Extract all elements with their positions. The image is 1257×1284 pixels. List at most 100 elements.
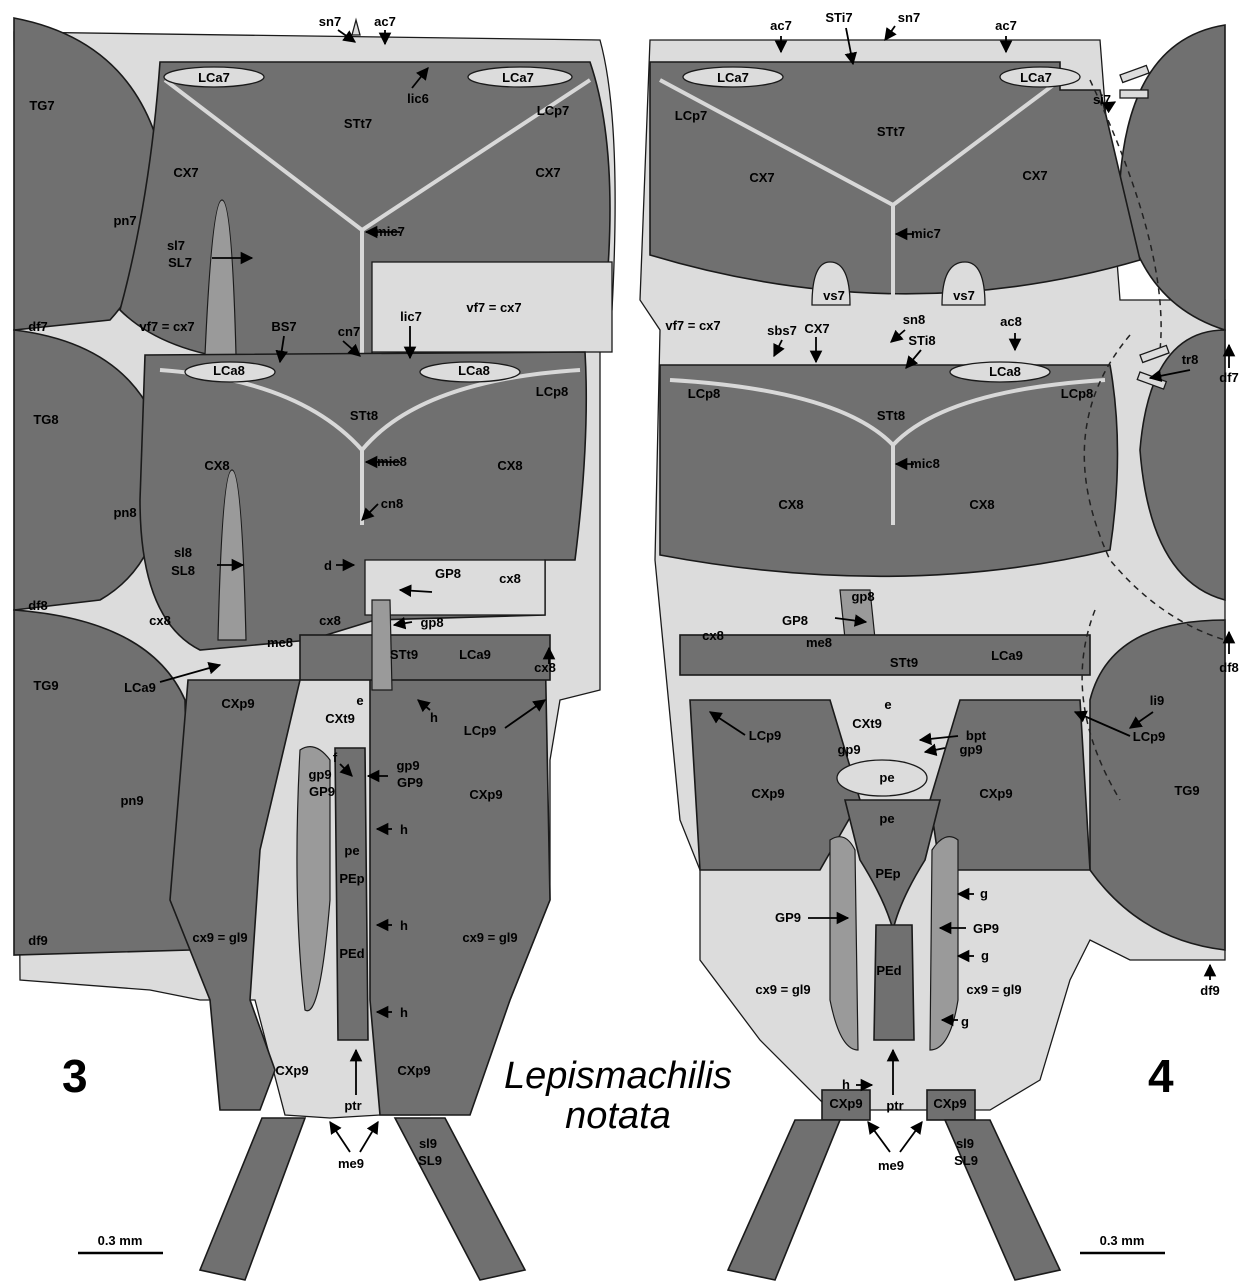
label-fig4-g_b: g <box>981 948 989 963</box>
label-fig3-lcp9: LCp9 <box>464 723 497 738</box>
label-fig3-stt7: STt7 <box>344 116 372 131</box>
label-fig3-tg8: TG8 <box>33 412 58 427</box>
label-fig3-sl9: sl9 <box>419 1136 437 1151</box>
label-fig4-cx8_r: CX8 <box>969 497 994 512</box>
label-fig3-cxp9_a: CXp9 <box>221 696 254 711</box>
label-fig4-vs7_l: vs7 <box>823 288 845 303</box>
label-fig4-lca9: LCa9 <box>991 648 1023 663</box>
arrow-f4-me9a <box>868 1122 890 1152</box>
label-fig4-lca7_r: LCa7 <box>1020 70 1052 85</box>
label-fig3-me9: me9 <box>338 1156 364 1171</box>
label-fig3-cx8_r: CX8 <box>497 458 522 473</box>
label-fig3-cn8: cn8 <box>381 496 403 511</box>
label-fig4-tg9: TG9 <box>1174 783 1199 798</box>
label-fig3-h_b: h <box>400 822 408 837</box>
label-fig4-gp8: gp8 <box>851 589 874 604</box>
label-fig3-gp9_b: gp9 <box>308 767 331 782</box>
label-fig3-ptr: ptr <box>344 1098 361 1113</box>
label-fig4-cxp9_l: CXp9 <box>751 786 784 801</box>
label-fig3-cx9_l: cx9 = gl9 <box>192 930 247 945</box>
label-fig4-gp8: GP8 <box>782 613 808 628</box>
label-fig3-sl8: sl8 <box>174 545 192 560</box>
label-fig3-me8: me8 <box>267 635 293 650</box>
label-fig4-mic8: mic8 <box>910 456 940 471</box>
label-fig3-cxt9: CXt9 <box>325 711 355 726</box>
label-fig3-pep: PEp <box>339 871 364 886</box>
label-fig4-cxp9_br: CXp9 <box>933 1096 966 1111</box>
label-fig3-lca8_l: LCa8 <box>213 363 245 378</box>
label-fig4-bpt: bpt <box>966 728 987 743</box>
label-fig3-cxp9_b: CXp9 <box>469 787 502 802</box>
label-fig4-gp9_r: GP9 <box>973 921 999 936</box>
label-fig4-lcp8_l: LCp8 <box>688 386 721 401</box>
coxite-9-right <box>370 640 550 1115</box>
label-fig4-cxp9_r: CXp9 <box>979 786 1012 801</box>
label-fig3-stt8: STt8 <box>350 408 378 423</box>
label-fig4-me9: me9 <box>878 1158 904 1173</box>
label-fig4-si7: si7 <box>1093 92 1111 107</box>
stylus-9-left <box>200 1118 305 1280</box>
label-fig4-lca8: LCa8 <box>989 364 1021 379</box>
label-fig4-pep: PEp <box>875 866 900 881</box>
label-fig3-pn9: pn9 <box>120 793 143 808</box>
label-fig3-bs7: BS7 <box>271 319 296 334</box>
label-fig4-sti8: STi8 <box>908 333 935 348</box>
label-fig3-gp9_b: GP9 <box>309 784 335 799</box>
label-fig3-pn7: pn7 <box>113 213 136 228</box>
label-fig4-lcp7: LCp7 <box>675 108 708 123</box>
label-fig3-lic7: lic7 <box>400 309 422 324</box>
label-fig3-cx7_r: CX7 <box>535 165 560 180</box>
label-fig3-lic6: lic6 <box>407 91 429 106</box>
label-fig3-sn7: sn7 <box>319 14 341 29</box>
label-fig3-ac7: ac7 <box>374 14 396 29</box>
label-fig3-stt9: STt9 <box>390 647 418 662</box>
label-fig4-stt9: STt9 <box>890 655 918 670</box>
arrow-f3-me9a <box>330 1122 350 1152</box>
label-fig4-gp9_l: gp9 <box>837 742 860 757</box>
arrow-f4-sn7 <box>885 26 895 40</box>
label-fig4-gp9_l: GP9 <box>775 910 801 925</box>
label-fig3-gp9_a: gp9 <box>396 758 419 773</box>
label-fig3-tg9: TG9 <box>33 678 58 693</box>
label-fig3-df9: df9 <box>28 933 48 948</box>
label-fig3-tg7: TG7 <box>29 98 54 113</box>
label-fig4-g_a: g <box>980 886 988 901</box>
label-fig3-h_c: h <box>400 918 408 933</box>
label-fig3-e: e <box>356 693 363 708</box>
arrow-f4-me9b <box>900 1122 922 1152</box>
label-fig4-lcp9_r: LCp9 <box>1133 729 1166 744</box>
label-fig3-lcp8: LCp8 <box>536 384 569 399</box>
label-fig3-pn8: pn8 <box>113 505 136 520</box>
label-fig3-ped: PEd <box>339 946 364 961</box>
label-fig3-vf7_l: vf7 = cx7 <box>139 319 194 334</box>
label-fig4-ac7_l: ac7 <box>770 18 792 33</box>
label-fig3-sl7: SL7 <box>168 255 192 270</box>
label-fig3-cx8_b: cx8 <box>149 613 171 628</box>
label-fig4-mic7: mic7 <box>911 226 941 241</box>
label-fig4-lcp8_r: LCp8 <box>1061 386 1094 401</box>
label-fig3-gp8: gp8 <box>420 615 443 630</box>
label-fig4-cx8: cx8 <box>702 628 724 643</box>
species-epithet: notata <box>565 1095 671 1137</box>
label-fig3-h_a: h <box>430 710 438 725</box>
label-fig4-pe_b: pe <box>879 811 894 826</box>
label-fig3-d: d <box>324 558 332 573</box>
label-fig3-sl7: sl7 <box>167 238 185 253</box>
label-fig3-cx8_d: cx8 <box>534 660 556 675</box>
label-fig4-cx7_r: CX7 <box>1022 168 1047 183</box>
label-fig4-lca7_l: LCa7 <box>717 70 749 85</box>
label-fig3-sl9: SL9 <box>418 1153 442 1168</box>
label-fig4-g_c: g <box>961 1014 969 1029</box>
label-fig4-cxt9: CXt9 <box>852 716 882 731</box>
label-fig4-df7: df7 <box>1219 370 1239 385</box>
label-fig3-cx7_l: CX7 <box>173 165 198 180</box>
label-fig3-df8: df8 <box>28 598 48 613</box>
label-fig4-cx7_l: CX7 <box>749 170 774 185</box>
label-fig3-cx8_a: cx8 <box>499 571 521 586</box>
fig4-coxite-8 <box>660 365 1118 576</box>
label-fig4-sbs7: sbs7 <box>767 323 797 338</box>
label-fig3-cxp9_d: CXp9 <box>397 1063 430 1078</box>
label-fig4-stt7: STt7 <box>877 124 905 139</box>
label-fig4-df8: df8 <box>1219 660 1239 675</box>
